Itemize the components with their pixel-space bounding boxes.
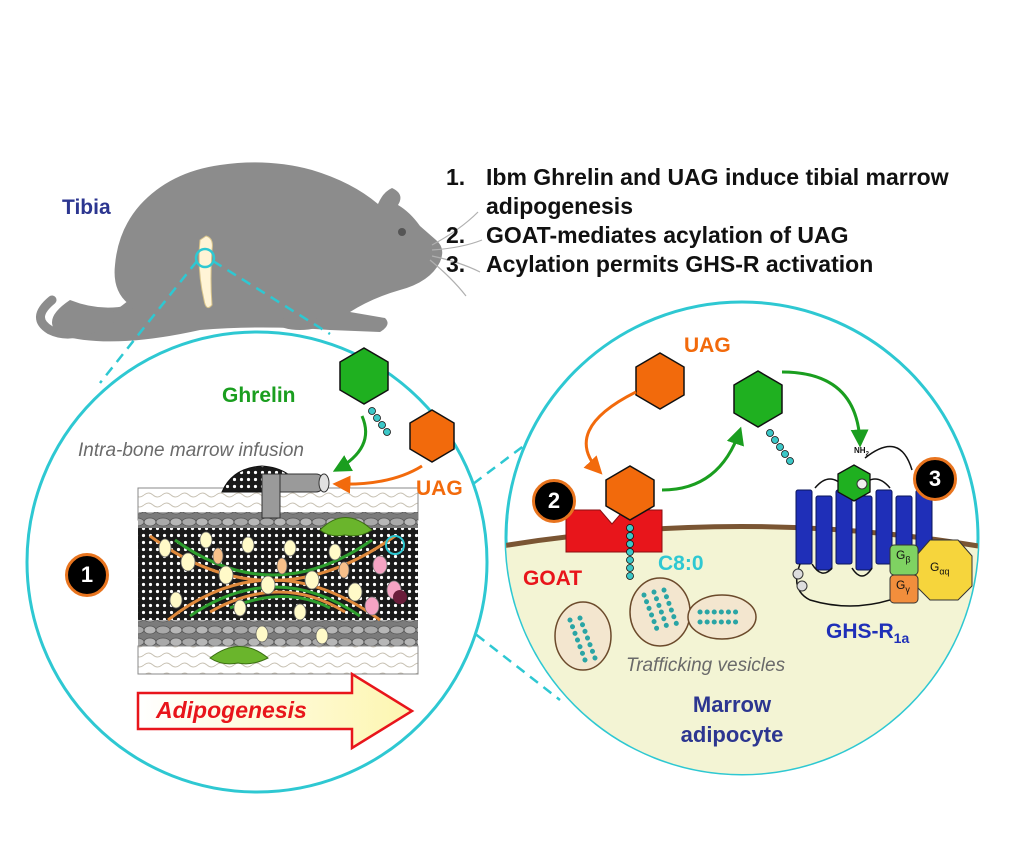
- adipogenesis-arrow: [136, 671, 415, 751]
- finding-text: GOAT-mediates acylation of UAG: [486, 222, 849, 248]
- step-badge-3: 3: [913, 457, 957, 501]
- g-alpha-label: Gαq: [930, 560, 950, 577]
- cell-label: Marrow adipocyte: [680, 692, 784, 747]
- tibia-label: Tibia: [62, 196, 111, 219]
- ghrelin-label: Ghrelin: [222, 384, 296, 407]
- ghrelin-molecule-left: [339, 347, 391, 436]
- receptor-label: GHS-R1a: [826, 620, 910, 647]
- vesicles-label: Trafficking vesicles: [626, 655, 786, 676]
- finding-item-1: 1.Ibm Ghrelin and UAG induce tibial marr…: [446, 163, 1006, 221]
- infusion-cannula: [221, 465, 330, 519]
- c8-label: C8:0: [658, 552, 704, 575]
- g-beta-label: Gβ: [896, 548, 911, 565]
- uag-label-right: UAG: [684, 334, 731, 357]
- acylation-arrow: [661, 426, 744, 492]
- adipogenesis-label: Adipogenesis: [156, 697, 307, 723]
- marrow-section: [137, 487, 419, 675]
- adipocyte-highlight-ring: [385, 535, 405, 555]
- goat-enzyme: [565, 465, 663, 580]
- findings-list: 1.Ibm Ghrelin and UAG induce tibial marr…: [446, 163, 1006, 279]
- g-protein: [889, 539, 973, 604]
- uag-label-left: UAG: [416, 477, 463, 500]
- infusion-label: Intra-bone marrow infusion: [78, 440, 304, 461]
- goat-label: GOAT: [523, 567, 583, 590]
- uag-molecule-left: [409, 409, 455, 463]
- trafficking-vesicles: [554, 577, 757, 671]
- ghrelin-arrow-left: [332, 415, 368, 472]
- uag-molecule-right: [635, 352, 685, 410]
- g-gamma-label: Gγ: [896, 578, 910, 595]
- finding-item-3: 3.Acylation permits GHS-R activation: [446, 251, 874, 277]
- mouse-silhouette: [36, 162, 483, 342]
- finding-item-2: 2.GOAT-mediates acylation of UAG: [446, 222, 849, 248]
- ghrelin-to-receptor-arrow: [781, 370, 869, 448]
- tibia-highlight-ring: [194, 247, 216, 269]
- ghrelin-molecule-right: [733, 370, 794, 465]
- nh2-label: NH2: [854, 446, 869, 458]
- finding-text: Ibm Ghrelin and UAG induce tibial marrow…: [486, 164, 949, 219]
- uag-to-goat-arrow: [583, 390, 637, 475]
- step-badge-2: 2: [532, 479, 576, 523]
- finding-text: Acylation permits GHS-R activation: [486, 251, 874, 277]
- step-badge-1: 1: [65, 553, 109, 597]
- uag-arrow-left: [332, 464, 423, 494]
